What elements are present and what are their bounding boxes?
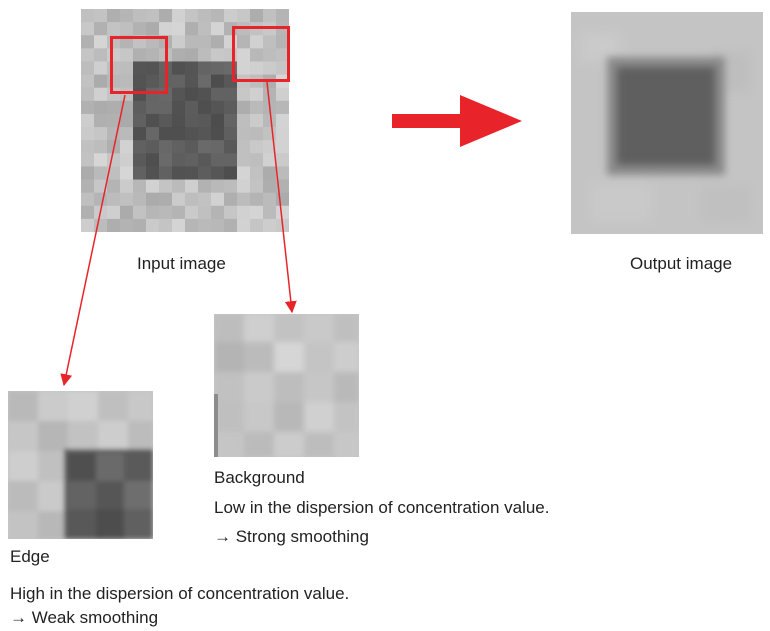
output-image-label: Output image <box>630 254 733 273</box>
output-image <box>571 12 763 234</box>
edge-result: → Weak smoothing <box>10 608 159 627</box>
input-image-label: Input image <box>137 254 226 273</box>
edge-description: High in the dispersion of concentration … <box>10 584 350 603</box>
background-result: → Strong smoothing <box>214 527 369 546</box>
background-label: Background <box>214 468 305 487</box>
edge-highlight-box <box>110 36 168 94</box>
edge-zoom-patch <box>8 391 153 539</box>
background-description: Low in the dispersion of concentration v… <box>214 498 550 517</box>
edge-connector-arrow <box>60 94 126 387</box>
background-connector-arrow <box>266 81 297 314</box>
background-highlight-box <box>232 26 290 82</box>
edge-label: Edge <box>10 547 50 566</box>
process-arrow-icon <box>392 95 522 147</box>
background-zoom-patch <box>214 314 359 457</box>
